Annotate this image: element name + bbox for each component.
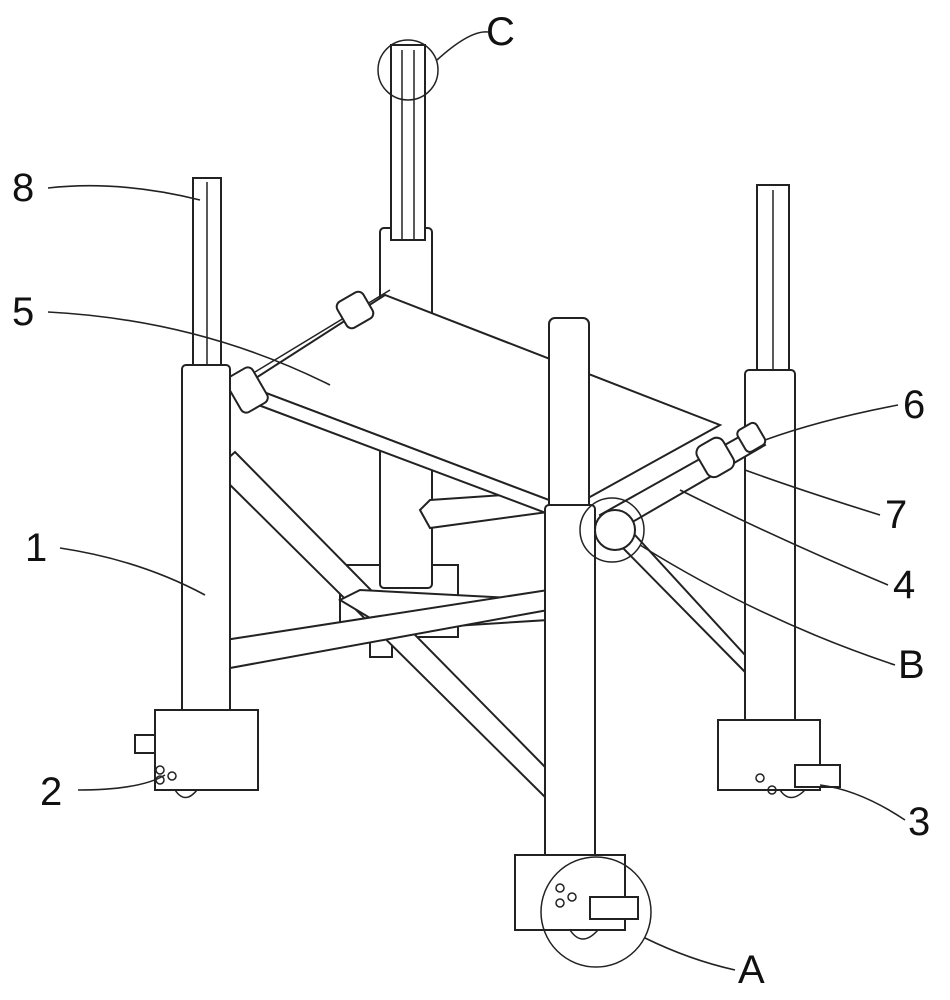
label-2: 2 (40, 772, 62, 812)
label-6: 6 (903, 385, 925, 425)
label-1: 1 (25, 528, 47, 568)
label-7: 7 (885, 495, 907, 535)
label-b: B (898, 645, 925, 685)
label-a: A (738, 950, 765, 990)
label-3: 3 (908, 802, 930, 842)
label-8: 8 (12, 168, 34, 208)
platform (224, 290, 720, 522)
cross-braces (215, 452, 745, 800)
label-c: C (486, 12, 515, 52)
label-4: 4 (893, 565, 915, 605)
label-5: 5 (12, 292, 34, 332)
right-leg (718, 185, 840, 798)
